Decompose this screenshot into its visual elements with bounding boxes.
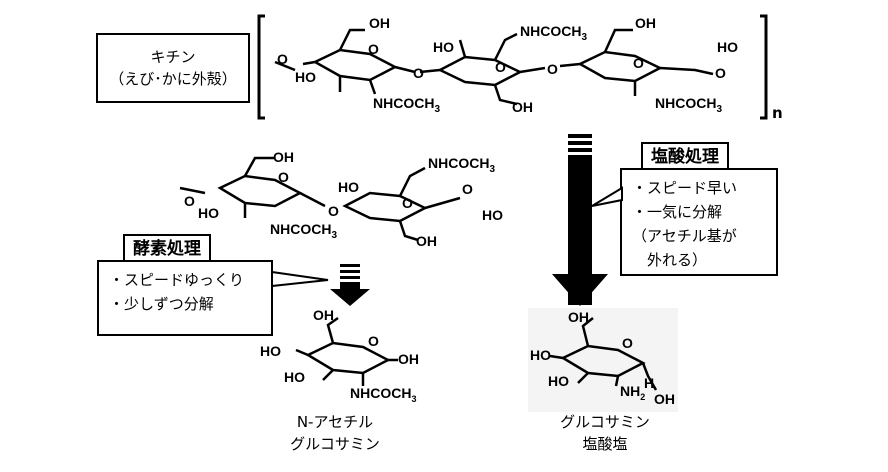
o-label: O <box>368 333 379 349</box>
acid-arrow <box>552 134 608 306</box>
o-label: O <box>547 61 558 77</box>
acid-treatment-callout: ・スピード早い ・一気に分解 （アセチル基が 外れる） <box>620 168 778 276</box>
oh-label: OH <box>512 99 533 115</box>
glucosamine-name: グルコサミン 塩酸塩 <box>540 411 670 455</box>
o-label: O <box>328 203 339 219</box>
nag-structure: OH HO HO O OH NHCOCH3 <box>260 307 419 404</box>
o-label: O <box>278 169 289 185</box>
nag-name: N-アセチル グルコサミン <box>270 411 400 455</box>
acid-note-1: ・スピード早い <box>632 179 738 197</box>
nhacetyl-label: NHCOCH3 <box>655 95 722 115</box>
chitin-title: キチン <box>150 48 196 66</box>
ho-label: HO <box>260 343 281 359</box>
ho-label: HO <box>548 373 569 389</box>
chitin-label-box: キチン （えび･かに外殻） <box>96 33 250 103</box>
dimer-structure: OH O HO O O NHCOCH3 HO NHCOCH3 O O HO OH <box>179 149 503 249</box>
repeat-subscript: n <box>772 104 783 122</box>
nhacetyl-label: NHCOCH3 <box>428 155 495 175</box>
ho-label: HO <box>198 205 219 221</box>
enzyme-arrow <box>330 264 370 306</box>
enzyme-callout-pointer <box>271 270 329 288</box>
glucosamine-structure: OH HO HO O NH2 H OH <box>528 308 678 412</box>
h-label: H <box>644 375 654 391</box>
oh-label: OH <box>398 351 419 367</box>
nhacetyl-label: NHCOCH3 <box>373 95 440 115</box>
ho-label: HO <box>530 347 551 363</box>
o-label: O <box>495 59 506 75</box>
o-label: O <box>633 55 644 71</box>
o-label: O <box>402 195 413 211</box>
o-label: O <box>277 51 288 67</box>
enzyme-note-1: ・スピードゆっくり <box>109 271 245 289</box>
nhacetyl-label: NHCOCH3 <box>270 221 337 241</box>
ho-label: HO <box>284 369 305 385</box>
glucosamine-name-line1: グルコサミン <box>560 413 650 431</box>
acid-note-4: 外れる） <box>632 251 708 269</box>
nag-name-line2: グルコサミン <box>290 435 380 453</box>
ho-label: HO <box>717 39 738 55</box>
oh-label: OH <box>654 391 675 407</box>
chitin-source: （えび･かに外殻） <box>109 70 237 88</box>
enzyme-treatment-callout: ・スピードゆっくり ・少しずつ分解 <box>97 260 273 336</box>
o-label: O <box>715 65 726 81</box>
nhacetyl-label: NHCOCH3 <box>520 23 587 43</box>
chitin-structure: OH HO O O O NHCOCH3 HO NHCOCH3 O OH O OH… <box>257 14 768 120</box>
oh-label: OH <box>635 15 656 31</box>
o-label: O <box>622 335 633 351</box>
glucosamine-name-line2: 塩酸塩 <box>582 435 628 453</box>
oh-label: OH <box>313 307 334 323</box>
oh-label: OH <box>273 149 294 165</box>
acid-treatment-tag: 塩酸処理 <box>641 142 729 172</box>
oh-label: OH <box>369 15 390 31</box>
ho-label: HO <box>482 207 503 223</box>
oh-label: HO <box>295 69 316 85</box>
nhacetyl-label: NHCOCH3 <box>350 385 416 404</box>
o-label: O <box>184 193 195 209</box>
acid-note-3: （アセチル基が <box>632 227 737 245</box>
nh2-label: NH2 <box>620 383 645 402</box>
oh-label: OH <box>568 309 589 325</box>
o-label: O <box>368 41 379 57</box>
enzyme-note-2: ・少しずつ分解 <box>109 295 214 313</box>
acid-callout-pointer <box>591 186 623 207</box>
o-label: O <box>413 65 424 81</box>
nag-name-line1: N-アセチル <box>296 413 374 431</box>
o-label: O <box>462 181 473 197</box>
ho-label: HO <box>433 39 454 55</box>
acid-note-2: ・一気に分解 <box>632 203 723 221</box>
oh-label: OH <box>416 233 437 249</box>
ho-label: HO <box>338 179 359 195</box>
